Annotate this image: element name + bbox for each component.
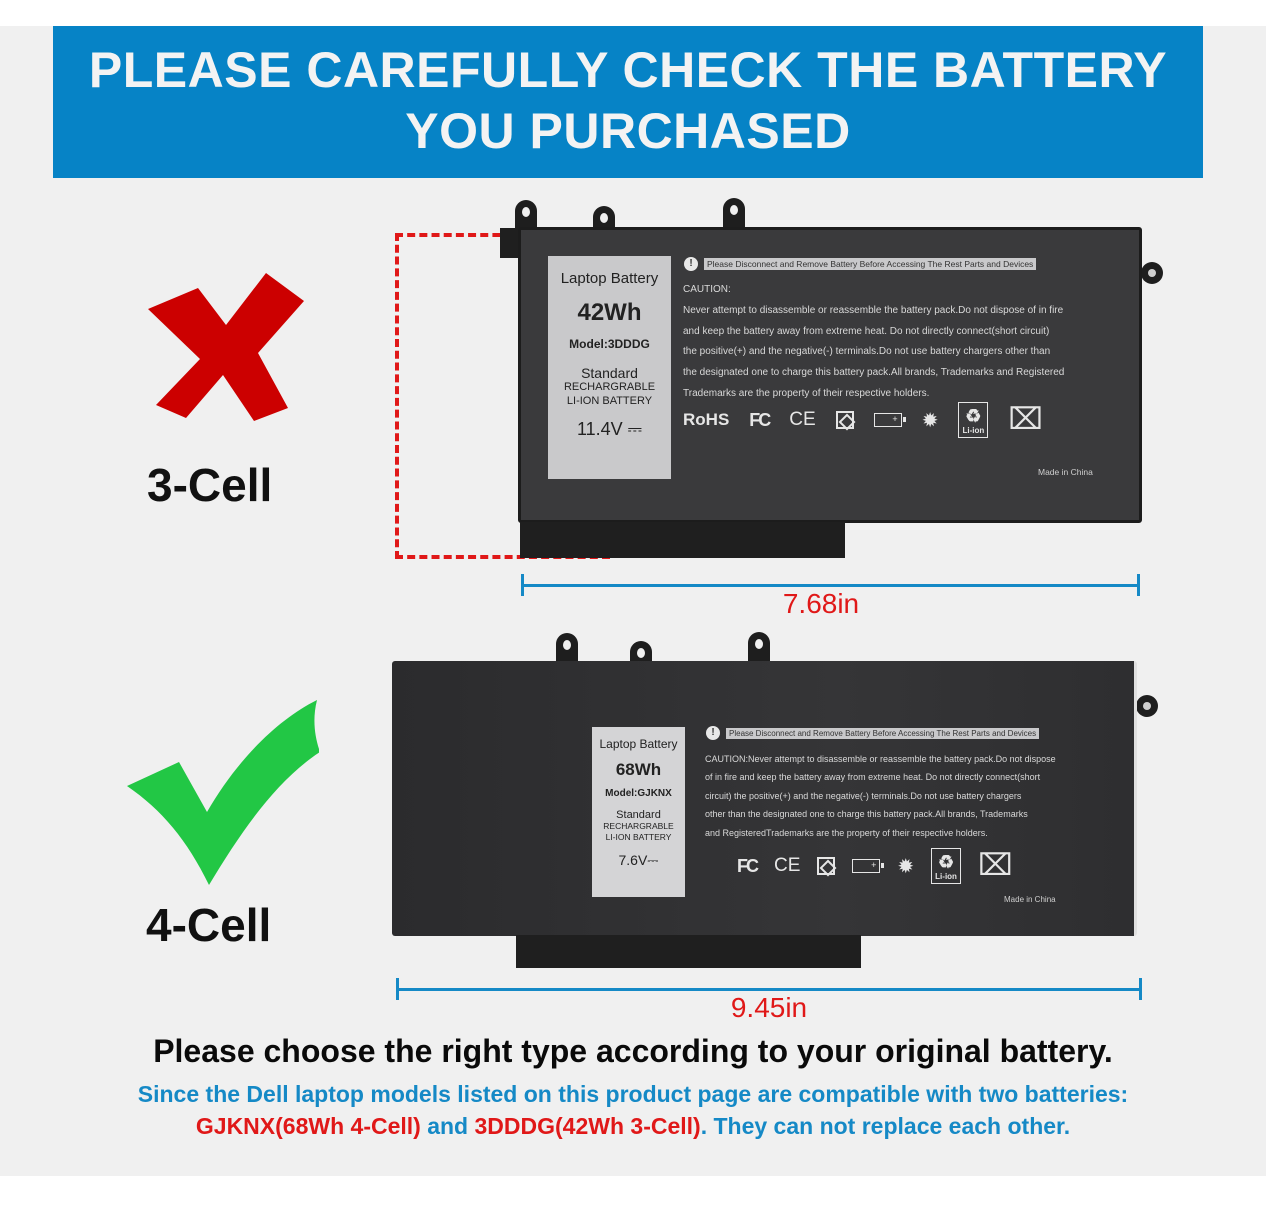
green-check-icon [127,700,319,885]
banner-line-1: PLEASE CAREFULLY CHECK THE BATTERY [88,42,1168,98]
header-banner: PLEASE CAREFULLY CHECK THE BATTERY YOU P… [53,26,1203,178]
fire-hazard-icon: ✹ [921,409,939,432]
mount-tab [515,200,537,230]
banner-line-2: YOU PURCHASED [405,103,851,159]
compatibility-models: GJKNX(68Wh 4-Cell) and 3DDDG(42Wh 3-Cell… [195,1113,1071,1139]
battery-label: Laptop Battery 42Wh Model:3DDDG Standard… [548,256,671,479]
cell-label-3-cell: 3-Cell [147,459,273,511]
battery-body [392,661,1137,936]
weee-bin-icon: ⌧ [977,849,1013,882]
side-lug [1141,262,1163,284]
battery-label: Laptop Battery 68Wh Model:GJKNX Standard… [592,727,685,897]
background-panel [0,26,1266,1176]
warning-row: ! Please Disconnect and Remove Battery B… [684,257,1037,271]
made-in-label: Made in China [1038,467,1093,477]
mount-tab [723,198,745,228]
fire-hazard-icon: ✹ [897,855,915,878]
fcc-icon: FC [749,409,771,430]
ce-icon: CE [774,855,801,876]
warning-row: ! Please Disconnect and Remove Battery B… [706,726,1040,740]
compatibility-note: Since the Dell laptop models listed on t… [137,1081,1129,1107]
mount-tab [748,632,770,662]
dimension-label-4-cell: 9.45in [730,992,808,1023]
mount-tab [556,633,578,663]
rohs-icon: RoHS [683,410,730,429]
dimension-line-3-cell [521,574,1140,596]
certification-icons: RoHS FC CE + ✹ ♻Li-ion ⌧ [683,402,1043,438]
certification-icons: FC CE + ✹ ♻Li-ion ⌧ [737,848,1013,884]
warning-text: Please Disconnect and Remove Battery Bef… [704,258,1037,270]
fcc-icon: FC [737,855,759,876]
weee-bin-icon: ⌧ [1008,403,1043,436]
side-lug [1136,695,1158,717]
warning-icon: ! [684,257,698,271]
battery-connector [520,522,845,558]
caution-text: CAUTION: Never attempt to disassemble or… [683,284,1065,399]
warning-text: Please Disconnect and Remove Battery Bef… [726,727,1040,739]
cell-label-4-cell: 4-Cell [146,899,272,951]
li-ion-recycle-icon: ♻Li-ion [931,848,961,884]
ce-icon: CE [789,409,816,430]
model-gjknx: GJKNX(68Wh 4-Cell) [195,1113,421,1139]
dimension-line-4-cell [396,978,1142,1000]
battery-icon: + [873,413,906,427]
battery-icon: + [852,859,885,873]
dimension-label-3-cell: 7.68in [782,588,860,619]
model-3dddg: 3DDDG(42Wh 3-Cell) [474,1113,701,1139]
c-tick-icon [835,411,854,429]
battery-connector [516,935,861,968]
red-x-icon [148,273,304,421]
main-instruction: Please choose the right type according t… [153,1033,1113,1069]
made-in-label: Made in China [1004,895,1056,904]
c-tick-icon [817,857,836,875]
caution-text: CAUTION:Never attempt to disassemble or … [705,754,1056,838]
li-ion-recycle-icon: ♻Li-ion [958,402,989,438]
battery-side-clip [500,228,520,258]
warning-icon: ! [706,726,720,740]
